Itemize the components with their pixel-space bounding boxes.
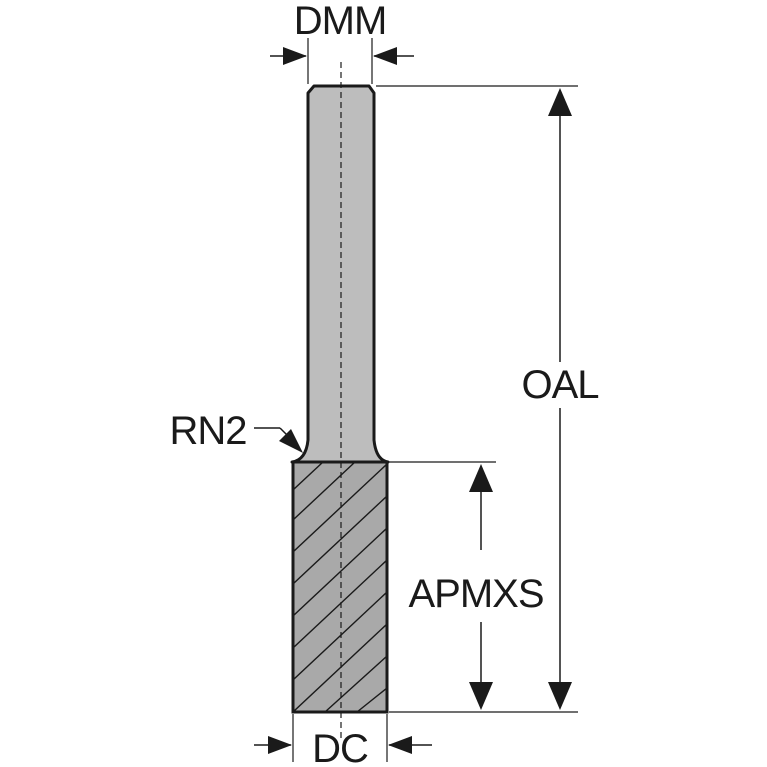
rn2-callout: RN2 xyxy=(169,409,303,453)
rn2-label: RN2 xyxy=(169,409,246,453)
dmm-arrow-right-icon xyxy=(373,47,397,65)
apmxs-arrow-down-icon xyxy=(469,682,493,710)
apmxs-dimension: APMXS xyxy=(389,461,545,710)
oal-arrow-down-icon xyxy=(548,682,572,710)
dmm-arrow-left-icon xyxy=(283,47,307,65)
apmxs-arrow-up-icon xyxy=(469,464,493,492)
dc-arrow-left-icon xyxy=(268,736,292,754)
dc-arrow-right-icon xyxy=(388,736,412,754)
apmxs-label: APMXS xyxy=(408,572,543,616)
rn2-arrow-icon xyxy=(279,429,303,453)
oal-arrow-up-icon xyxy=(548,88,572,116)
dc-label: DC xyxy=(312,727,368,767)
cutting-section xyxy=(293,462,387,712)
dc-dimension: DC xyxy=(254,714,432,767)
dmm-label: DMM xyxy=(294,0,387,43)
shank-body xyxy=(290,84,390,464)
oal-dimension: OAL xyxy=(376,85,600,713)
cutting-section-outline xyxy=(291,460,389,714)
oal-label: OAL xyxy=(521,363,598,407)
flute-lines xyxy=(293,462,387,712)
dmm-dimension: DMM xyxy=(270,0,414,84)
